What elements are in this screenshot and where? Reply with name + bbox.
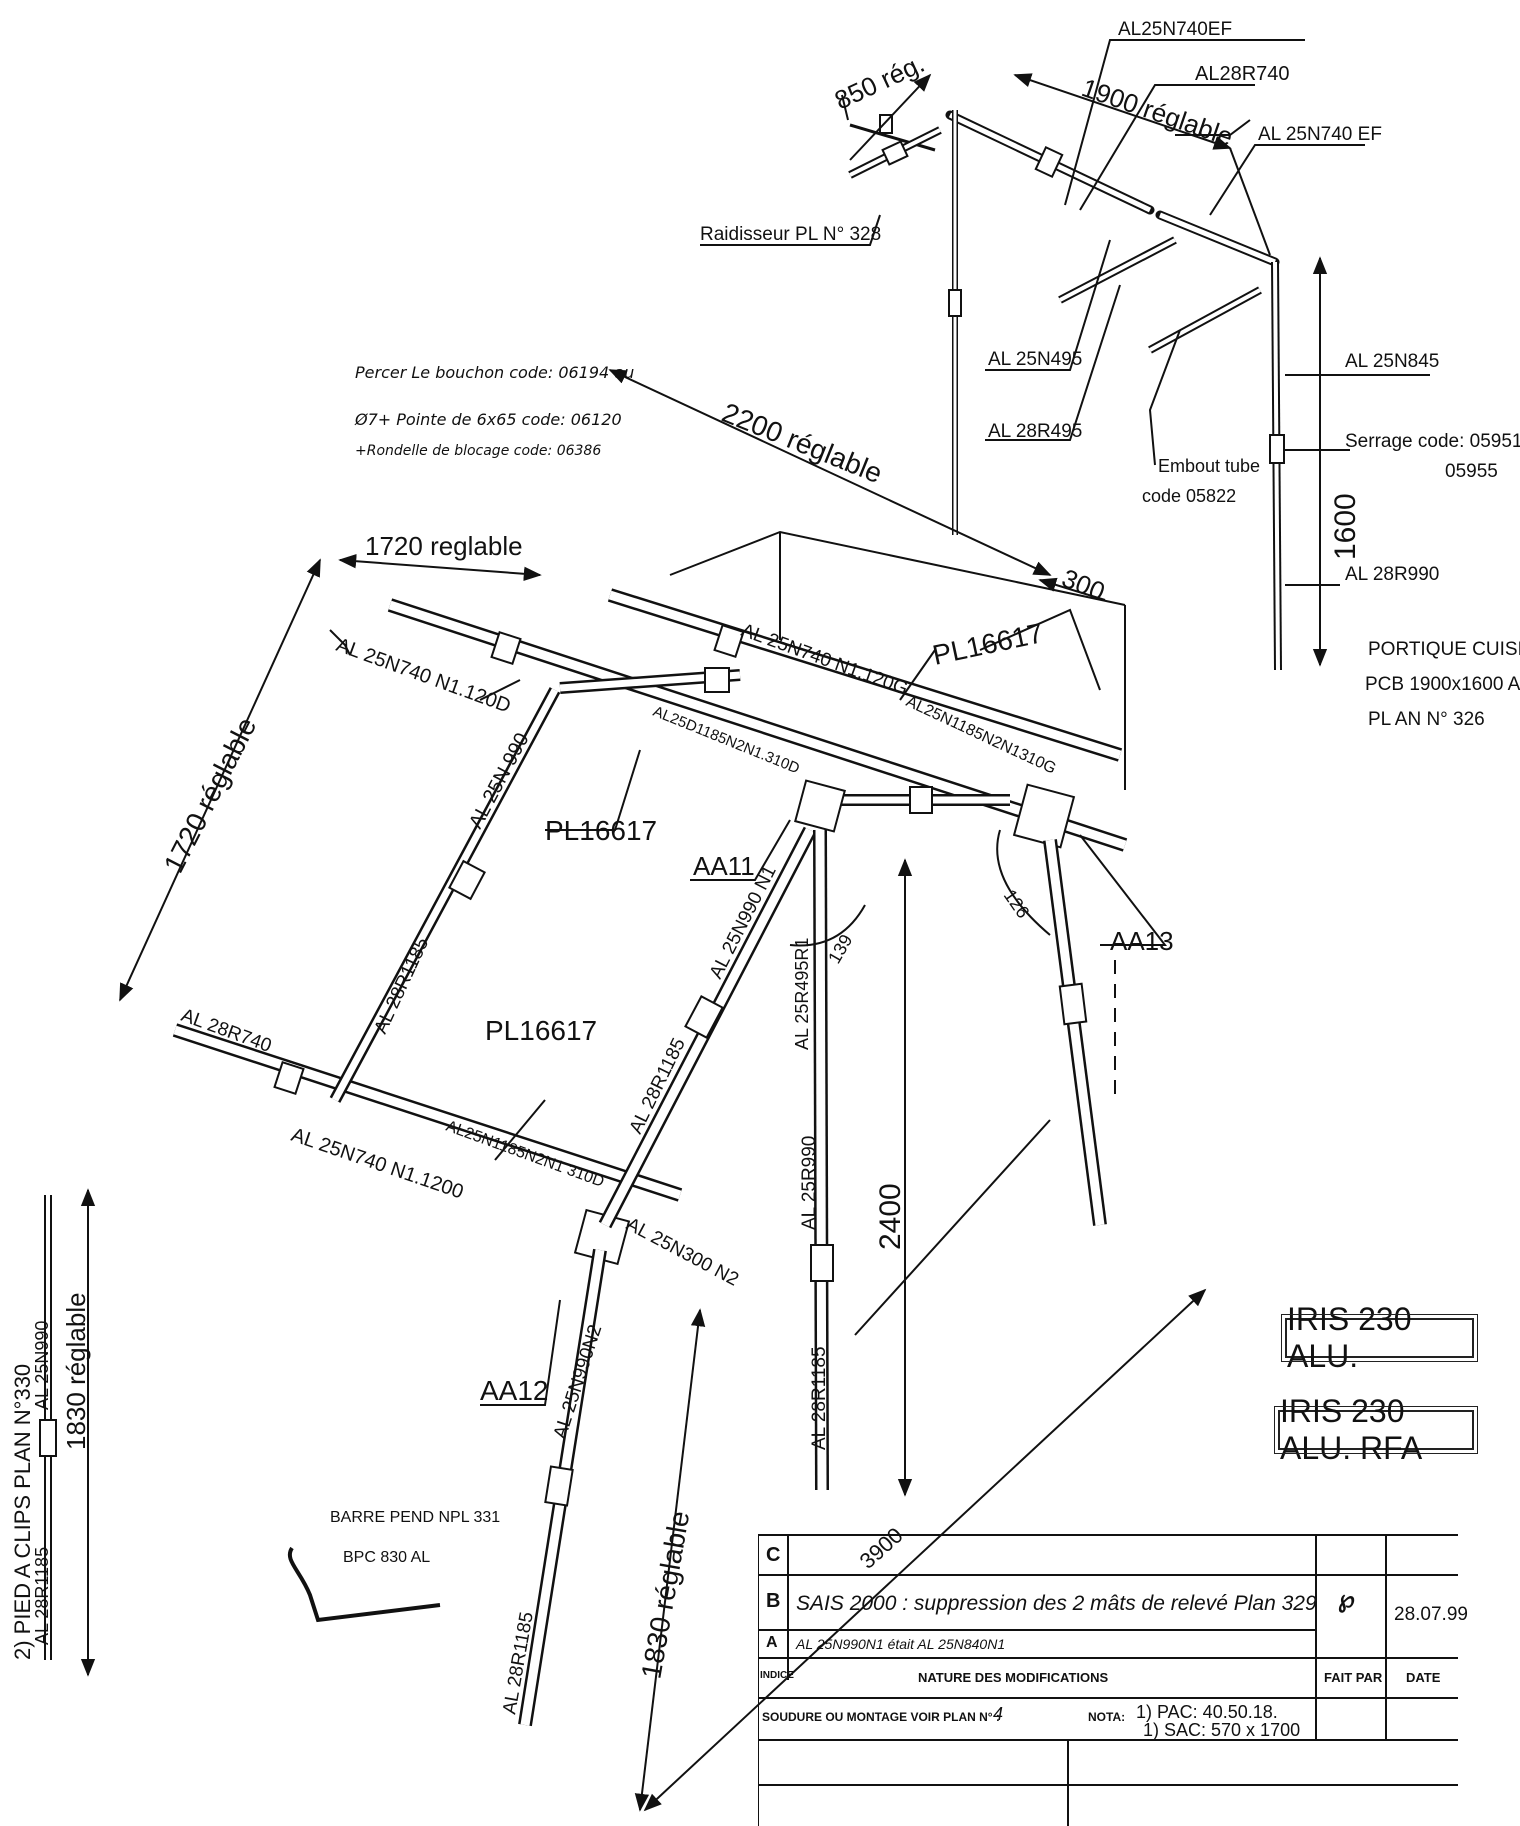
label-139: 139 [824, 931, 856, 967]
label-al25n740n1120d: AL 25N740 N1.120D [333, 634, 513, 718]
label-pied-title: 2) PIED A CLIPS PLAN N°330 [10, 1364, 35, 1660]
tb-date-header: DATE [1406, 1670, 1441, 1685]
label-al28r1185-c: AL 28R1185 [809, 1346, 830, 1450]
label-al25n495: AL 25N495 [988, 349, 1082, 370]
label-barre-1: BARRE PEND NPL 331 [330, 1509, 500, 1526]
tb-row-b-text: SAIS 2000 : suppression des 2 mâts de re… [796, 1592, 1317, 1615]
label-al25n1185-d: AL25N1185N2N1 310D [444, 1118, 607, 1191]
label-serrage: Serrage code: 05951 à [1345, 431, 1520, 452]
model-box-iris-230-alu-rfa: IRIS 230 ALU. RFA [1274, 1393, 1478, 1466]
label-1600: 1600 [1329, 493, 1362, 560]
label-pl16617-b: PL16617 [545, 815, 657, 846]
tb-nature-header: NATURE DES MODIFICATIONS [918, 1670, 1109, 1685]
label-126: 126 [1000, 886, 1034, 922]
tb-row-b-date: 28.07.99 [1394, 1604, 1468, 1625]
label-al25n300n2: AL 25N300 N2 [623, 1214, 742, 1291]
dimension-lines [80, 39, 1430, 1812]
label-portique-3: PL AN N° 326 [1368, 709, 1485, 730]
label-1720-top: 1720 reglable [365, 531, 523, 561]
label-barre-2: BPC 830 AL [343, 1549, 430, 1566]
label-al25n740ef-top: AL25N740EF [1118, 19, 1232, 40]
label-al25n990: AL 25N 990 [465, 729, 534, 832]
label-aa12: AA12 [480, 1375, 549, 1406]
tb-signature: ℘ [1338, 1586, 1355, 1613]
label-embout-code: code 05822 [1142, 486, 1236, 506]
label-aa11: AA11 [693, 851, 755, 881]
tb-indice-b: B [766, 1590, 781, 1612]
label-percer-3: +Rondelle de blocage code: 06386 [355, 443, 601, 459]
label-al28r740-top: AL28R740 [1195, 63, 1290, 85]
label-raidisseur: Raidisseur PL N° 328 [700, 224, 881, 245]
label-pl16617-c: PL16617 [485, 1015, 597, 1046]
label-portique-2: PCB 1900x1600 ALU [1365, 674, 1520, 695]
label-portique-1: PORTIQUE CUISINE [1368, 639, 1520, 660]
label-1720-left: 1720 réglable [158, 712, 263, 877]
label-2200-reglable: 2200 réglable [718, 397, 887, 489]
label-al25n740n11200: AL 25N740 N1.1200 [288, 1124, 466, 1204]
tb-nota-2: 1) SAC: 570 x 1700 [1143, 1720, 1301, 1740]
label-al28r495: AL 28R495 [988, 421, 1082, 442]
label-percer-2: Ø7+ Pointe de 6x65 code: 06120 [354, 410, 622, 429]
label-al28r1185-a: AL 28R1185 [370, 934, 433, 1037]
label-serrage-2: 05955 [1445, 461, 1498, 482]
label-al25n845: AL 25N845 [1345, 351, 1439, 372]
label-1830-reglable: 1830 réglable [635, 1509, 695, 1682]
tb-indice-a: A [766, 1634, 778, 1651]
model-box-iris-230-alu: IRIS 230 ALU. [1281, 1301, 1478, 1374]
label-al25r495r1: AL 25R495R1 [792, 938, 812, 1050]
label-percer-1: Percer Le bouchon code: 06194 au [355, 363, 634, 382]
tb-fait-par-header: FAIT PAR [1324, 1670, 1383, 1685]
tb-nota-1: 1) PAC: 40.50.18. [1136, 1702, 1278, 1722]
label-al25n740ef-right: AL 25N740 EF [1258, 124, 1382, 145]
label-pl16617-a: PL16617 [930, 617, 1046, 671]
tb-soudure-label: SOUDURE OU MONTAGE VOIR PLAN N° : [762, 1710, 1000, 1724]
tb-indice-c: C [766, 1544, 781, 1566]
label-pied-al25n990: AL 25N990 [32, 1321, 52, 1410]
tb-soudure-value: 4 [993, 1704, 1004, 1724]
title-block: C B SAIS 2000 : suppression des 2 mâts d… [758, 1530, 1468, 1826]
label-al25n740n1120g: AL 25N740 N1.120G [738, 620, 910, 700]
label-pied-al28r1185: AL 28R1185 [32, 1547, 52, 1645]
label-aa13: AA13 [1110, 926, 1174, 956]
title-block-grid [758, 1534, 1458, 1826]
tb-indice-header: INDICE [760, 1670, 794, 1681]
label-850-reg: 850 rég. [830, 48, 929, 116]
tb-nota-label: NOTA: [1088, 1710, 1126, 1724]
label-embout: Embout tube [1158, 456, 1260, 476]
label-2400: 2400 [874, 1183, 907, 1250]
label-pied-reglable: 1830 réglable [61, 1292, 91, 1450]
label-al28r990-right: AL 28R990 [1345, 564, 1439, 585]
tb-row-a-text: AL 25N990N1 était AL 25N840N1 [796, 1636, 1006, 1652]
label-al25r990: AL 25R990 [799, 1136, 820, 1230]
